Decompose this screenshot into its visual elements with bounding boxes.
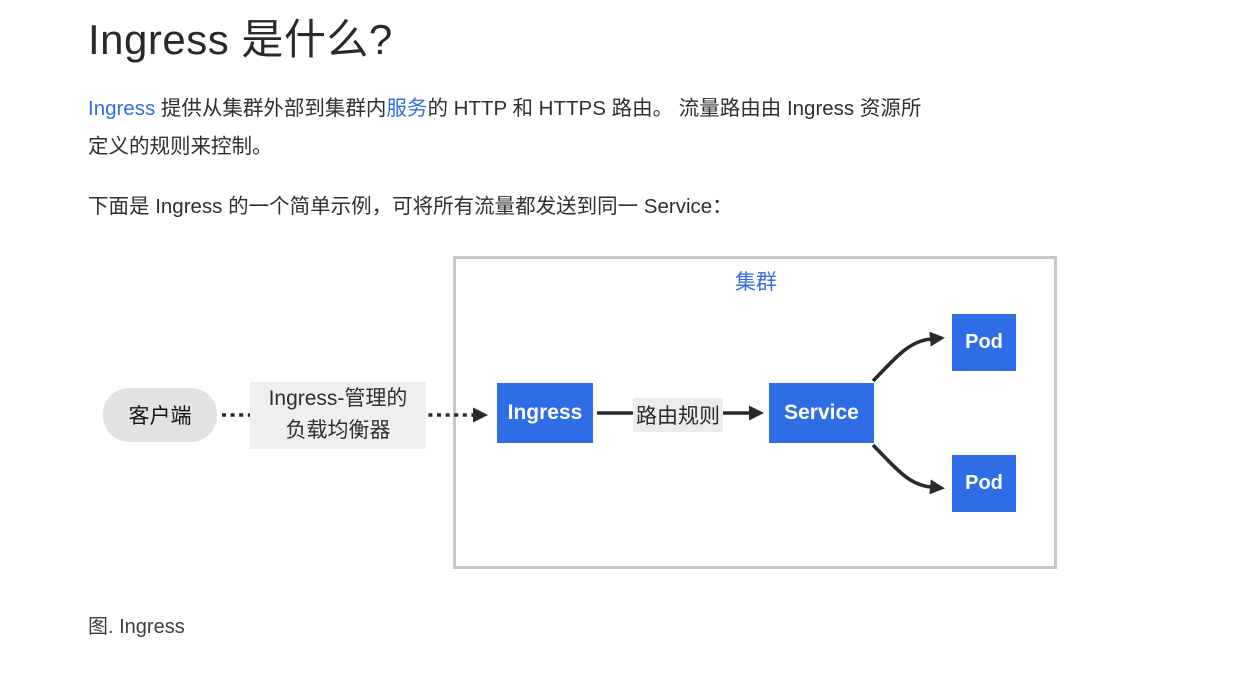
service-link[interactable]: 服务	[386, 97, 428, 120]
load-balancer-label-line1: Ingress-管理的	[268, 387, 408, 410]
intro-paragraph: Ingress 提供从集群外部到集群内服务的 HTTP 和 HTTPS 路由。 …	[88, 90, 1098, 166]
ingress-node: Ingress	[497, 383, 593, 443]
pod-node-1: Pod	[952, 314, 1016, 371]
cluster-boundary-box	[453, 256, 1057, 569]
page-title: Ingress 是什么?	[88, 16, 393, 63]
figure-caption: 图. Ingress	[88, 616, 185, 638]
intro-text-1: 提供从集群外部到集群内	[155, 97, 387, 120]
ingress-link[interactable]: Ingress	[88, 97, 156, 120]
client-node: 客户端	[103, 388, 217, 442]
service-node: Service	[769, 383, 874, 443]
intro-text-2: 的 HTTP 和 HTTPS 路由。 流量路由由 Ingress 资源所	[427, 97, 922, 120]
route-rule-label: 路由规则	[633, 398, 723, 432]
cluster-label: 集群	[735, 271, 777, 294]
load-balancer-label-line2: 负载均衡器	[285, 419, 391, 442]
pod-node-2: Pod	[952, 455, 1016, 512]
example-paragraph: 下面是 Ingress 的一个简单示例，可将所有流量都发送到同一 Service…	[88, 195, 733, 218]
intro-text-3: 定义的规则来控制。	[88, 135, 273, 158]
load-balancer-label: Ingress-管理的负载均衡器	[250, 382, 426, 449]
